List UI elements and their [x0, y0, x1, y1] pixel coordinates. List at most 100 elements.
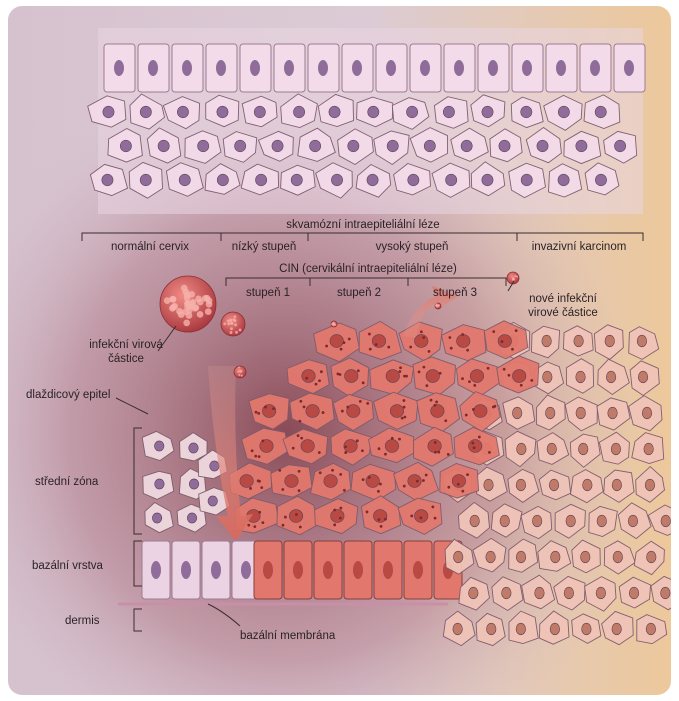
invasive-cell-nucleus: [638, 370, 649, 384]
top-cell-nucleus: [271, 139, 284, 153]
virus-capsomere: [226, 319, 230, 323]
top-row-cell-nucleus: [454, 60, 464, 76]
top-cell-nucleus: [557, 173, 570, 187]
virus-capsomere: [240, 370, 243, 373]
left-cell-nucleus: [154, 478, 165, 490]
label-stupen-1: stupeň 1: [246, 287, 290, 299]
basal-cell-nucleus: [211, 561, 221, 579]
invasive-cell-nucleus: [575, 370, 586, 384]
invasive-cell-nucleus: [628, 586, 640, 600]
lesion-virion-dot: [390, 436, 394, 440]
lesion-virion-dot: [403, 374, 406, 378]
bracket-stredni: [133, 427, 142, 535]
top-cell-nucleus: [367, 105, 380, 119]
top-row-cell-nucleus: [556, 60, 566, 76]
invasive-cell-nucleus: [582, 478, 593, 492]
lesion-virion-dot: [514, 329, 518, 333]
virus-capsomere: [331, 323, 334, 326]
invasive-cell-nucleus: [549, 622, 560, 636]
lesion-cell-nucleus: [385, 369, 400, 383]
lesion-virion-dot: [429, 398, 433, 402]
lesion-cell-nucleus: [323, 474, 338, 488]
virus-capsomere: [230, 327, 233, 331]
lesion-virion-dot: [433, 403, 437, 407]
top-row-cell-nucleus: [182, 60, 192, 76]
top-cell-nucleus: [139, 173, 152, 187]
label-cin: CIN (cervikální intraepiteliální léze): [279, 263, 457, 275]
lesion-virion-dot: [424, 473, 428, 477]
lesion-cell-nucleus: [284, 474, 299, 488]
invasive-cell-nucleus: [515, 478, 526, 492]
lesion-cell-nucleus: [330, 509, 345, 523]
top-cell-nucleus: [309, 139, 322, 153]
top-cell-nucleus: [293, 105, 305, 119]
virus-capsomere: [192, 304, 200, 311]
lesion-virion-dot: [317, 451, 321, 454]
left-cell-nucleus: [154, 440, 165, 452]
lesion-virion-dot: [333, 523, 337, 527]
pointer-infekcni: [157, 325, 177, 352]
invasive-cell-nucleus: [646, 550, 657, 564]
invasive-cell-nucleus: [641, 406, 653, 420]
lesion-virion-dot: [379, 525, 383, 528]
basal-cell-nucleus: [181, 561, 191, 579]
top-row-cell-nucleus: [386, 60, 396, 76]
lesion-virion-dot: [419, 330, 423, 334]
label-invazivni-karcinom: invazivní karcinom: [532, 241, 627, 253]
lesion-virion-dot: [448, 336, 452, 339]
label-infekcni-line1: infekční virová: [89, 339, 163, 351]
invasive-cell-nucleus: [645, 622, 656, 636]
lesion-virion-dot: [298, 525, 302, 529]
lesion-virion-dot: [300, 436, 304, 440]
invasive-cell-nucleus: [578, 442, 589, 456]
virus-capsomere: [434, 304, 437, 307]
lesion-virion-dot: [425, 384, 429, 388]
lesion-virion-dot: [449, 346, 453, 350]
lesion-virion-dot: [253, 525, 257, 529]
lesion-cell-nucleus: [384, 439, 399, 453]
top-cell-nucleus: [481, 173, 494, 187]
lesion-virion-dot: [368, 332, 371, 336]
label-stupen-3: stupeň 3: [433, 287, 477, 299]
top-row-cell-nucleus: [420, 60, 430, 76]
label-stredni-zona: střední zóna: [35, 476, 99, 488]
lesion-virion-dot: [419, 516, 423, 520]
top-cell-nucleus: [331, 173, 343, 187]
lesion-cell-nucleus: [414, 509, 429, 523]
lesion-virion-dot: [254, 410, 258, 414]
lesion-virion-dot: [318, 379, 321, 383]
invasive-cell-nucleus: [627, 514, 639, 528]
lesion-virion-dot: [402, 399, 406, 402]
lesion-virion-dot: [297, 469, 301, 473]
virus-capsomere: [233, 319, 237, 323]
lesion-virion-dot: [295, 513, 298, 516]
label-nove-line2: virové částice: [528, 307, 598, 319]
lesion-cell-nucleus: [259, 439, 274, 453]
lesion-virion-dot: [366, 401, 370, 405]
lesion-virion-dot: [387, 345, 391, 349]
left-cell-nucleus: [207, 495, 218, 507]
invasive-cell-nucleus: [550, 550, 561, 564]
invasive-cell-nucleus: [565, 514, 576, 528]
top-cell-nucleus: [102, 105, 115, 119]
top-cell-nucleus: [216, 105, 229, 119]
top-row-cell-nucleus: [114, 60, 124, 76]
invasive-cell-nucleus: [515, 550, 527, 564]
lesion-virion-dot: [338, 373, 342, 376]
invasive-cell-nucleus: [545, 406, 556, 420]
label-normalni-cervix: normální cervix: [111, 241, 189, 253]
lesion-virion-dot: [444, 419, 448, 423]
virus-capsomere: [163, 297, 171, 304]
top-cell-nucleus: [197, 139, 210, 153]
top-cell-nucleus: [575, 139, 588, 153]
invasive-cell-nucleus: [501, 586, 512, 600]
lesion-virion-dot: [305, 376, 309, 380]
lesion-cell-nucleus: [414, 334, 429, 348]
top-cell-nucleus: [423, 139, 436, 153]
lesion-virion-dot: [361, 449, 364, 453]
lesion-virion-dot: [298, 419, 302, 423]
invasive-cell-nucleus: [581, 622, 592, 636]
lesion-virion-dot: [291, 446, 295, 450]
lesion-virion-dot: [461, 489, 465, 493]
virus-capsomere: [230, 321, 233, 325]
